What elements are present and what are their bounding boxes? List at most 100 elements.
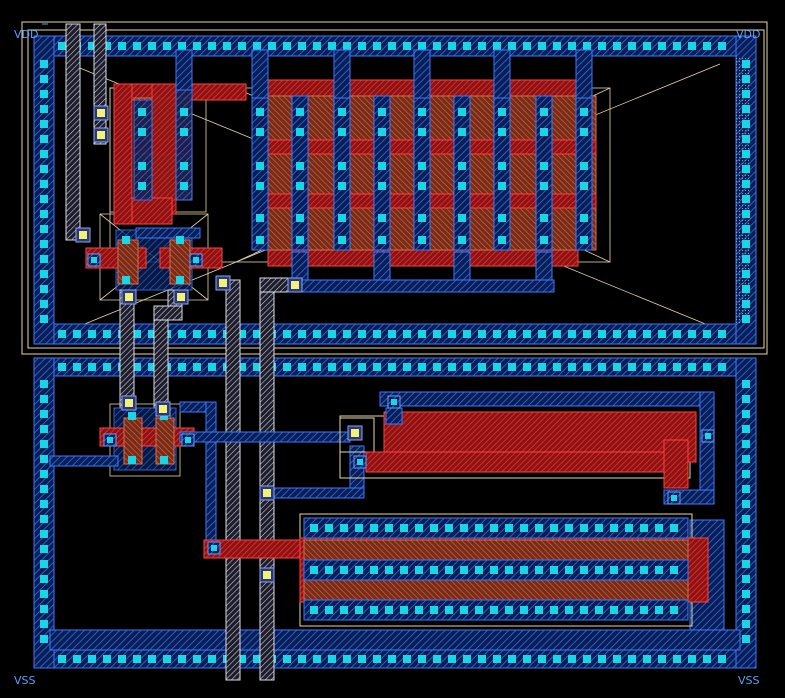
- contact: [338, 108, 346, 116]
- contact: [40, 285, 48, 293]
- contact: [40, 515, 48, 523]
- contact: [40, 315, 48, 323]
- contact: [238, 655, 246, 663]
- contact: [403, 655, 411, 663]
- contact: [338, 236, 346, 244]
- contact: [478, 655, 486, 663]
- contact: [88, 363, 96, 371]
- contact: [343, 42, 351, 50]
- contact: [298, 330, 306, 338]
- contact: [178, 42, 186, 50]
- contact: [565, 524, 573, 532]
- contact: [658, 42, 666, 50]
- contact: [490, 566, 498, 574]
- contact: [568, 330, 576, 338]
- contact: [160, 456, 168, 464]
- contact: [388, 42, 396, 50]
- contact: [338, 128, 346, 136]
- contact: [40, 605, 48, 613]
- contact: [385, 524, 393, 532]
- contact: [718, 363, 726, 371]
- contact: [580, 566, 588, 574]
- contact: [595, 566, 603, 574]
- vss-guard-ring: [33, 357, 757, 669]
- contact: [670, 524, 678, 532]
- contact: [742, 440, 750, 448]
- contact: [742, 545, 750, 553]
- contact: [340, 566, 348, 574]
- contact: [430, 566, 438, 574]
- contact: [688, 655, 696, 663]
- contact: [703, 655, 711, 663]
- contact: [40, 560, 48, 568]
- contact: [180, 182, 188, 190]
- contact: [610, 524, 618, 532]
- contact: [40, 135, 48, 143]
- contact: [313, 330, 321, 338]
- via: [125, 293, 133, 301]
- contact: [40, 440, 48, 448]
- pmos-finger: [251, 95, 269, 251]
- contact: [742, 270, 750, 278]
- pin-labels: VDD VDD VSS VSS: [14, 23, 760, 687]
- contact: [163, 655, 171, 663]
- contact: [328, 42, 336, 50]
- contact: [742, 315, 750, 323]
- contact: [128, 412, 136, 420]
- contact: [475, 606, 483, 614]
- contact: [568, 363, 576, 371]
- via: [125, 399, 133, 407]
- contact: [91, 257, 97, 263]
- contact: [296, 108, 304, 116]
- contact: [433, 42, 441, 50]
- via: [351, 429, 359, 437]
- contact: [328, 363, 336, 371]
- contact: [565, 566, 573, 574]
- contact: [40, 150, 48, 158]
- contact: [40, 470, 48, 478]
- contact: [742, 195, 750, 203]
- contact: [742, 210, 750, 218]
- contact: [256, 162, 264, 170]
- contact: [133, 42, 141, 50]
- contact: [640, 606, 648, 614]
- contact: [550, 606, 558, 614]
- contact: [553, 330, 561, 338]
- contact: [565, 606, 573, 614]
- contact: [107, 437, 113, 443]
- contact: [253, 655, 261, 663]
- contact: [520, 524, 528, 532]
- contact: [40, 425, 48, 433]
- contact: [673, 42, 681, 50]
- contact: [580, 606, 588, 614]
- contact: [103, 655, 111, 663]
- contact: [460, 606, 468, 614]
- upper-metal1-routing: [135, 49, 593, 293]
- contact: [268, 42, 276, 50]
- contact: [703, 363, 711, 371]
- contact: [40, 225, 48, 233]
- contact-squares: [122, 108, 188, 464]
- contact: [355, 606, 363, 614]
- contact: [490, 606, 498, 614]
- contact: [613, 655, 621, 663]
- contact: [742, 300, 750, 308]
- contact: [338, 182, 346, 190]
- contact: [598, 363, 606, 371]
- contact: [742, 90, 750, 98]
- contact: [418, 363, 426, 371]
- contact: [568, 655, 576, 663]
- contact: [540, 214, 548, 222]
- contact: [508, 42, 516, 50]
- contact: [742, 180, 750, 188]
- contact: [658, 330, 666, 338]
- contact: [58, 655, 66, 663]
- contact: [613, 42, 621, 50]
- contact: [673, 363, 681, 371]
- contact: [388, 363, 396, 371]
- contact: [118, 42, 126, 50]
- contact: [460, 566, 468, 574]
- contact: [296, 214, 304, 222]
- contact: [498, 236, 506, 244]
- contact: [540, 236, 548, 244]
